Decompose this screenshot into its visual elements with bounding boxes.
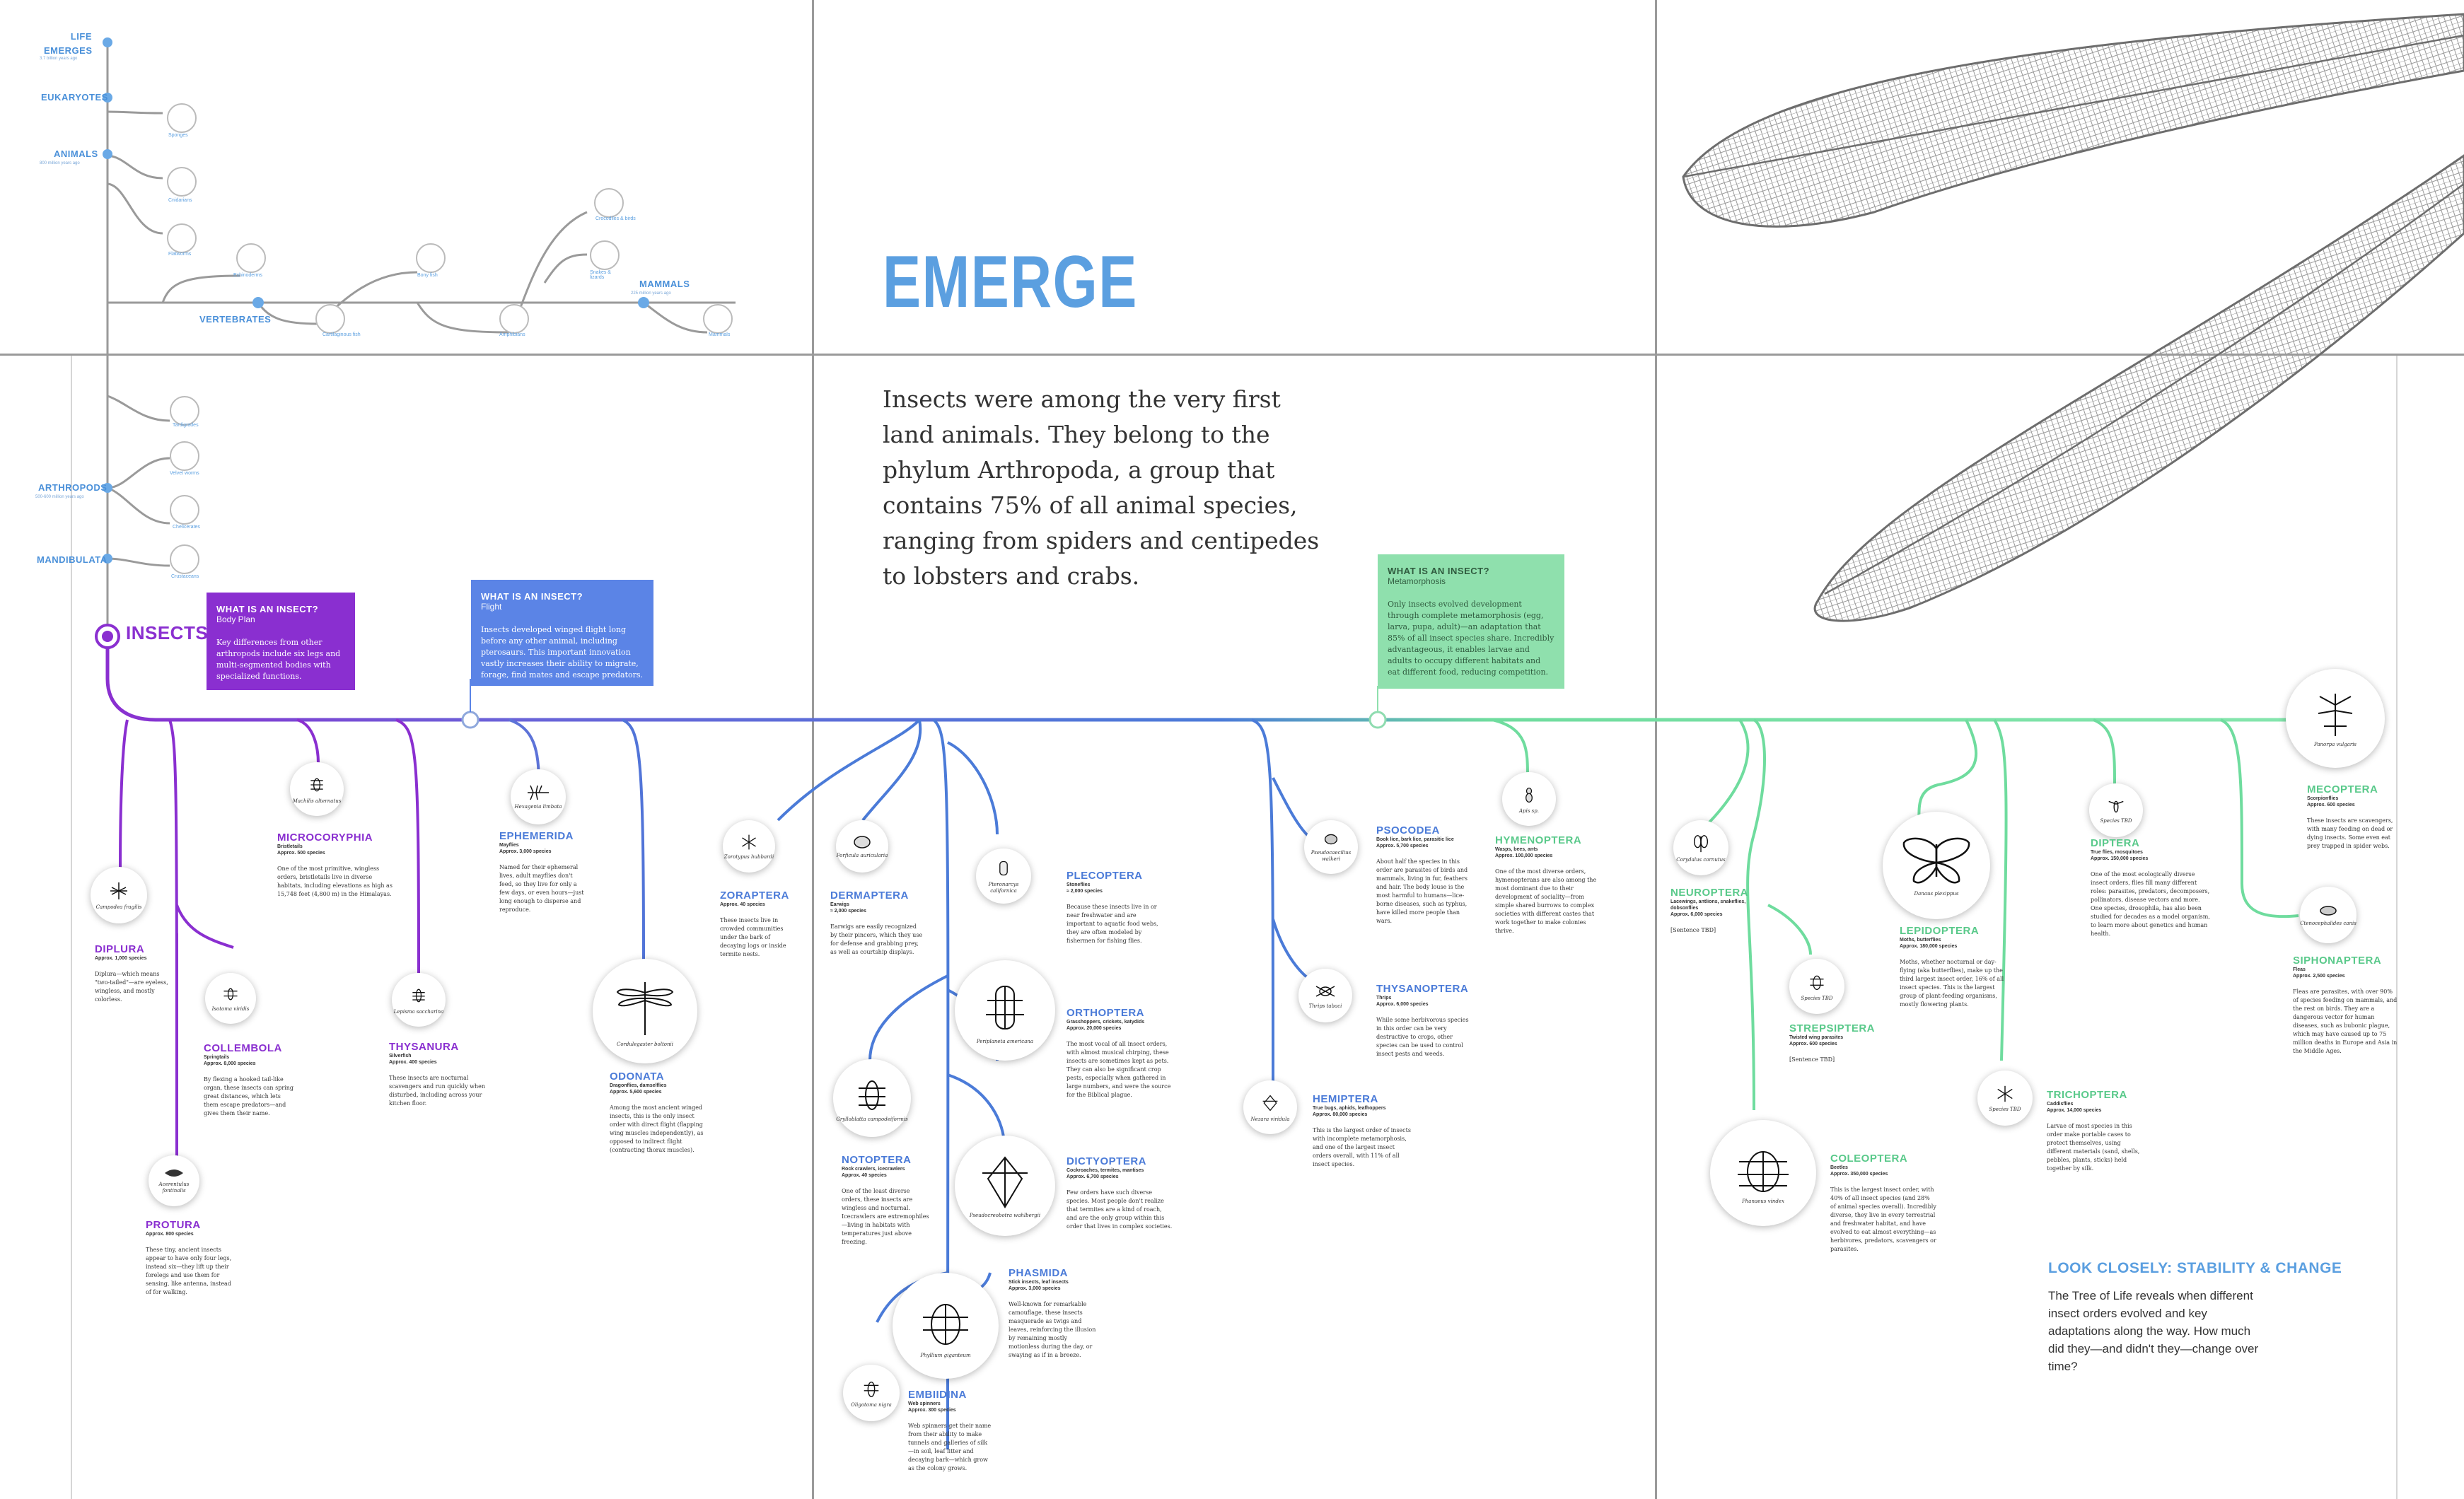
look-closely-text: The Tree of Life reveals when different … — [2048, 1287, 2267, 1375]
insect-node-hymenoptera[interactable]: Apis sp. — [1502, 772, 1556, 826]
insect-node-diplura[interactable]: Campodea fragilis — [91, 867, 147, 923]
order-odonata: ODONATADragonflies, damselfliesApprox. 5… — [610, 1071, 709, 1155]
insect-node-dermaptera[interactable]: Forficula auricularia — [836, 820, 888, 873]
insect-icon — [613, 975, 677, 1039]
tree-label-insects: INSECTS — [126, 622, 208, 644]
insect-icon — [980, 1153, 1030, 1210]
insect-node-dictyoptera[interactable]: Pseudocreobotra wahlbergii — [955, 1136, 1055, 1236]
insect-icon — [1321, 832, 1341, 847]
insect-icon — [917, 1293, 974, 1350]
order-neuroptera: NEUROPTERALacewings, antlions, snakeflie… — [1670, 887, 1754, 935]
insect-node-lepidoptera[interactable]: Danaus plexippus — [1883, 812, 1990, 919]
insect-icon — [1261, 1092, 1279, 1114]
insect-icon — [1691, 833, 1711, 854]
insect-node-strepsiptera[interactable]: Species TBD — [1789, 959, 1844, 1014]
insect-node-orthoptera[interactable]: Periplaneta americana — [955, 960, 1055, 1061]
insect-icon — [1733, 1142, 1793, 1196]
insect-node-notoptera[interactable]: Grylloblatta campodeiformis — [833, 1059, 911, 1137]
info-box-flight: WHAT IS AN INSECT? Flight Insects develo… — [471, 580, 653, 686]
look-closely-title: LOOK CLOSELY: STABILITY & CHANGE — [2048, 1260, 2342, 1277]
info-sub: Flight — [481, 602, 644, 612]
insect-icon — [852, 834, 873, 850]
order-hemiptera: HEMIPTERATrue bugs, aphids, leafhoppersA… — [1313, 1093, 1412, 1169]
insect-icon — [308, 774, 326, 795]
order-dermaptera: DERMAPTERAEarwigs≈ 2,000 speciesEarwigs … — [830, 890, 925, 957]
info-text: Only insects evolved development through… — [1388, 599, 1554, 678]
order-coleoptera: COLEOPTERABeetlesApprox. 350,000 species… — [1830, 1153, 1936, 1254]
insect-node-embiidina[interactable]: Oligotoma nigra — [843, 1365, 900, 1421]
insect-node-mecoptera[interactable]: Panorpa vulgaris — [2286, 669, 2385, 768]
info-box-metamorphosis: WHAT IS AN INSECT? Metamorphosis Only in… — [1378, 554, 1564, 689]
insect-node-zoraptera[interactable]: Zorotypus hubbardi — [723, 820, 775, 873]
insect-icon — [163, 1167, 185, 1179]
info-heading: WHAT IS AN INSECT? — [216, 604, 345, 614]
insect-node-diptera[interactable]: Species TBD — [2089, 783, 2143, 837]
info-sub: Body Plan — [216, 614, 345, 624]
info-heading: WHAT IS AN INSECT? — [481, 591, 644, 602]
insect-icon — [108, 880, 129, 902]
insect-icon — [740, 833, 758, 851]
info-text: Insects developed winged flight long bef… — [481, 624, 644, 681]
insect-node-microcoryphia[interactable]: Machilis alternatus — [290, 762, 344, 816]
info-text: Key differences from other arthropods in… — [216, 637, 345, 682]
insect-node-ephemerida[interactable]: Hexagenia limbata — [511, 769, 566, 824]
insect-node-coleoptera[interactable]: Phanaeus vindex — [1710, 1120, 1816, 1226]
order-hymenoptera: HYMENOPTERAWasps, bees, antsApprox. 100,… — [1495, 834, 1603, 935]
order-notoptera: NOTOPTERARock crawlers, icecrawlersAppro… — [842, 1154, 931, 1247]
order-psocodea: PSOCODEABook lice, bark lice, parasitic … — [1376, 824, 1472, 926]
insect-icon — [1808, 972, 1826, 993]
insect-icon — [980, 976, 1030, 1036]
insect-icon — [1995, 1084, 2015, 1104]
insect-icon — [526, 784, 550, 801]
insect-icon — [854, 1074, 890, 1114]
insect-node-hemiptera[interactable]: Nezara viridula — [1243, 1080, 1297, 1134]
insect-icon — [1315, 982, 1336, 1001]
insect-icon — [409, 985, 428, 1006]
insect-node-psocodea[interactable]: Pseudocaecilius walkeri — [1304, 820, 1358, 874]
info-heading: WHAT IS AN INSECT? — [1388, 566, 1554, 576]
insect-node-thysanura[interactable]: Lepisma saccharina — [392, 973, 446, 1027]
insect-node-siphonaptera[interactable]: Ctenocephalides canis — [2300, 887, 2357, 943]
insect-icon — [994, 858, 1013, 879]
insect-node-collembola[interactable]: Isotoma viridis — [205, 973, 256, 1024]
insect-icon — [2318, 904, 2339, 918]
insect-icon — [861, 1378, 881, 1399]
insect-node-odonata[interactable]: Cordulegaster boltonii — [593, 959, 697, 1063]
insect-icon — [221, 985, 240, 1003]
insect-node-neuroptera[interactable]: Corydalus cornutus — [1673, 820, 1728, 875]
insect-icon — [2314, 689, 2357, 739]
info-sub: Metamorphosis — [1388, 576, 1554, 586]
info-box-body-plan: WHAT IS AN INSECT? Body Plan Key differe… — [207, 593, 355, 690]
order-phasmida: PHASMIDAStick insects, leaf insectsAppro… — [1009, 1267, 1099, 1360]
insect-node-thysanoptera[interactable]: Thrips tabaci — [1298, 969, 1352, 1022]
insect-icon — [1901, 834, 1972, 888]
order-protura: PROTURAApprox. 800 speciesThese tiny, an… — [146, 1219, 238, 1297]
insect-icon — [1520, 784, 1538, 805]
insect-node-protura[interactable]: Acerentulus fontinalis — [149, 1155, 199, 1206]
insect-node-trichoptera[interactable]: Species TBD — [1977, 1071, 2033, 1126]
insect-node-plecoptera[interactable]: Pteronarcys californica — [976, 848, 1031, 904]
insect-icon — [2106, 797, 2126, 815]
insect-node-phasmida[interactable]: Phyllium giganteum — [893, 1273, 999, 1379]
